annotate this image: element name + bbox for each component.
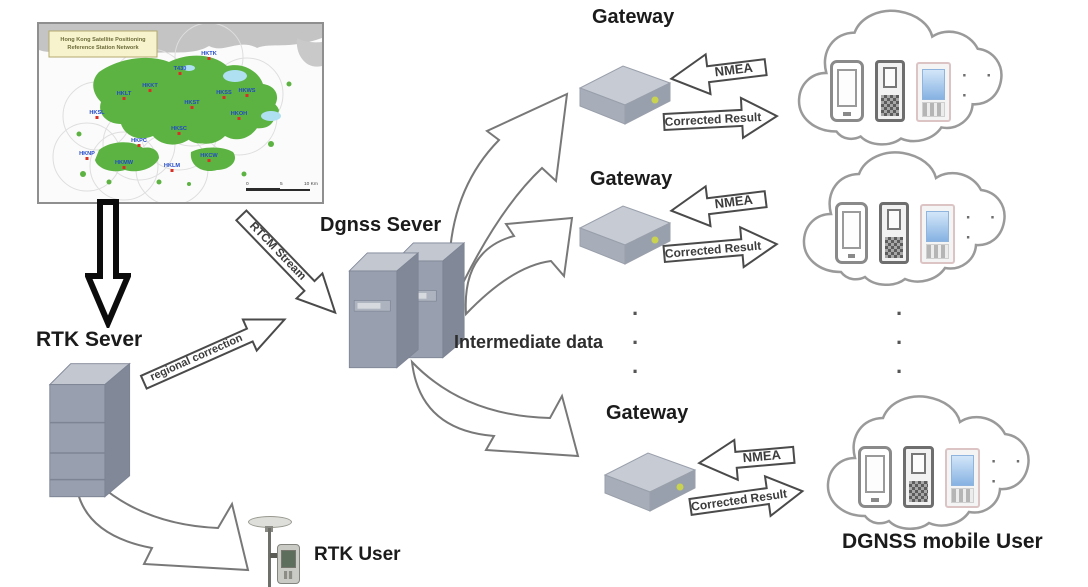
more-devices-ellipsis: · · · bbox=[962, 66, 1000, 105]
server-to-gateway3-arrow bbox=[410, 359, 580, 458]
intermediate-data-label: Intermediate data bbox=[454, 332, 604, 352]
more-devices-ellipsis: · · · bbox=[991, 452, 1029, 491]
server-to-gateway2-arrow bbox=[464, 216, 574, 317]
gateway2-nmea-arrow: NMEA bbox=[666, 176, 771, 234]
gateway3-corrected-arrow: Corrected Result bbox=[685, 468, 808, 530]
gateway3-label: Gateway bbox=[606, 402, 689, 424]
svg-text:T430: T430 bbox=[174, 66, 187, 72]
dot: · bbox=[632, 359, 640, 384]
gateway2-icon bbox=[578, 205, 672, 265]
svg-text:HKSS: HKSS bbox=[216, 90, 232, 96]
gateway-ellipsis-dots: · · · bbox=[632, 301, 640, 384]
map-water bbox=[183, 65, 281, 121]
pda-phone-icon bbox=[916, 62, 951, 122]
rover-pole bbox=[268, 528, 271, 587]
gateway1-icon bbox=[578, 65, 672, 125]
gateway2-label: Gateway bbox=[590, 168, 673, 190]
rtk-user-label: RTK User bbox=[314, 544, 401, 565]
cloud-ellipsis-dots: · · · bbox=[896, 301, 904, 384]
gateway3-icon bbox=[603, 452, 697, 512]
svg-text:HKLM: HKLM bbox=[164, 163, 180, 169]
map-legend-line1: Hong Kong Satellite Positioning bbox=[60, 37, 146, 43]
svg-text:HKCW: HKCW bbox=[200, 153, 218, 159]
gateway2-led bbox=[651, 236, 659, 244]
server-to-gateway1-arrow bbox=[448, 92, 569, 312]
map-legend-box bbox=[48, 30, 158, 58]
dot: · bbox=[896, 330, 904, 355]
pda-phone-icon bbox=[920, 204, 955, 264]
gateway1-corrected-arrow: Corrected Result bbox=[661, 93, 781, 145]
svg-text:HKNP: HKNP bbox=[79, 151, 95, 157]
gateway1-label: Gateway bbox=[592, 6, 675, 28]
scale-5: 5 bbox=[280, 181, 283, 187]
dgnss-server-label: Dgnss Sever bbox=[320, 214, 442, 236]
svg-text:HKST: HKST bbox=[184, 100, 200, 106]
gateway3-nmea-arrow: NMEA bbox=[694, 432, 798, 487]
feature-phone-icon bbox=[903, 446, 934, 508]
rover-controller-icon bbox=[277, 544, 300, 584]
svg-text:HKOH: HKOH bbox=[231, 111, 247, 117]
rtkserver-to-rtkuser-arrow bbox=[74, 457, 250, 572]
dot: · bbox=[896, 359, 904, 384]
smartphone-icon bbox=[858, 446, 893, 508]
svg-text:HKSC: HKSC bbox=[171, 126, 187, 132]
user-cloud-3: · · · bbox=[816, 390, 1042, 538]
svg-text:HKMW: HKMW bbox=[115, 160, 134, 166]
regional-correction-arrow: regional correction bbox=[134, 301, 296, 401]
user-cloud-1: · · · bbox=[790, 4, 1012, 154]
rtk-server-icon bbox=[48, 362, 131, 498]
scale-0: 0 bbox=[246, 181, 249, 187]
scale-10km: 10 Km bbox=[304, 181, 318, 187]
map-legend-line2: Reference Station Network bbox=[67, 45, 139, 51]
svg-text:HKTK: HKTK bbox=[201, 51, 217, 57]
smartphone-icon bbox=[830, 60, 864, 122]
map-mainland-east bbox=[296, 38, 322, 67]
feature-phone-icon bbox=[874, 60, 906, 122]
smartphone-icon bbox=[835, 202, 869, 264]
dgnss-mobile-user-label: DGNSS mobile User bbox=[842, 530, 1043, 553]
svg-text:HKWS: HKWS bbox=[238, 88, 255, 94]
gateway2-corrected-arrow: Corrected Result bbox=[660, 221, 782, 277]
map-scale-bar: 0 5 10 Km bbox=[246, 181, 318, 191]
dgnss-server-icon bbox=[348, 242, 466, 369]
user-cloud-2: · · · bbox=[795, 146, 1015, 294]
pda-phone-icon bbox=[944, 448, 981, 508]
dot: · bbox=[632, 330, 640, 355]
rtk-server-label: RTK Sever bbox=[36, 328, 143, 351]
rtcm-stream-arrow: RTCM Stream bbox=[226, 200, 352, 328]
map-to-rtk-arrow bbox=[85, 199, 131, 328]
hong-kong-map: Hong Kong Satellite Positioning Referenc… bbox=[37, 22, 324, 204]
gateway1-led bbox=[651, 96, 659, 104]
dot: · bbox=[632, 301, 640, 326]
feature-phone-icon bbox=[879, 202, 910, 264]
svg-text:HKPC: HKPC bbox=[131, 138, 147, 144]
rtk-user-rover-icon bbox=[246, 514, 318, 587]
svg-text:HKSL: HKSL bbox=[89, 110, 105, 116]
more-devices-ellipsis: · · · bbox=[965, 208, 1003, 247]
svg-text:HKKT: HKKT bbox=[142, 83, 158, 89]
gateway1-nmea-arrow: NMEA bbox=[666, 44, 771, 102]
svg-text:HKLT: HKLT bbox=[117, 91, 132, 97]
gateway3-led bbox=[676, 483, 684, 491]
dot: · bbox=[896, 301, 904, 326]
